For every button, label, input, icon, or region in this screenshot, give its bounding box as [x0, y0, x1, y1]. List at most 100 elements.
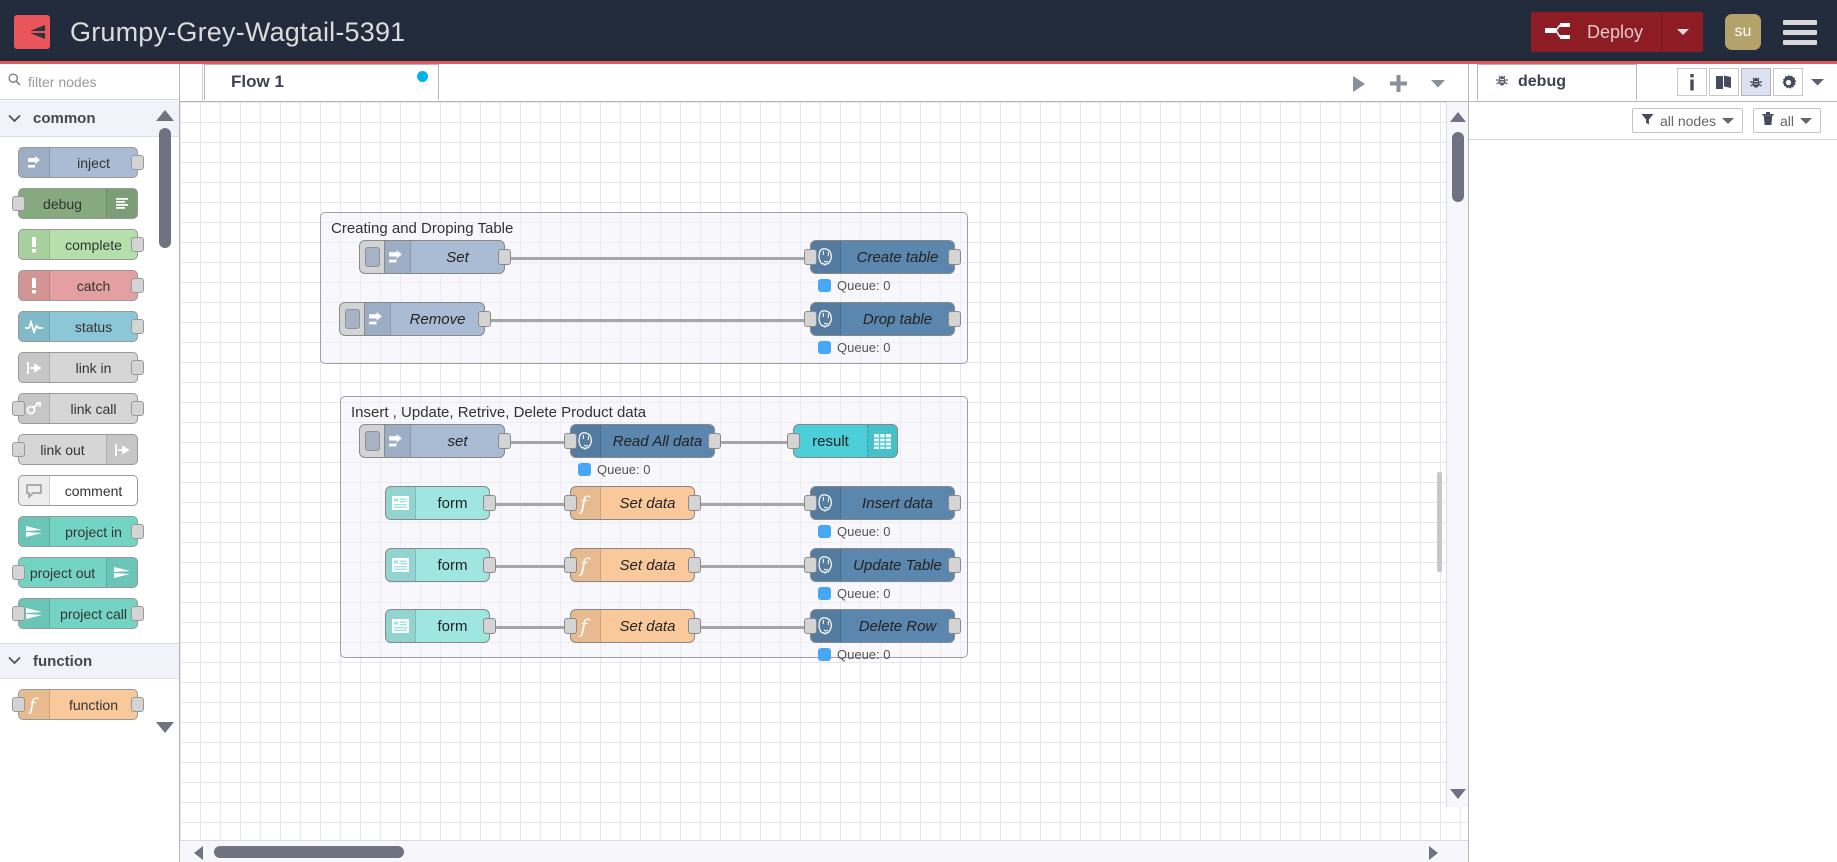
node-port-out[interactable]	[948, 495, 961, 511]
palette-node-link-out[interactable]: link out	[12, 434, 138, 465]
node-port-in[interactable]	[564, 618, 577, 634]
node-port-out[interactable]	[483, 495, 496, 511]
node-port-out[interactable]	[498, 433, 511, 449]
deploy-button[interactable]: Deploy	[1530, 12, 1661, 52]
node-port-out[interactable]	[948, 618, 961, 634]
palette-node-project-out[interactable]: project out	[12, 557, 138, 588]
node-port-in[interactable]	[804, 618, 817, 634]
node-port-out[interactable]	[688, 557, 701, 573]
flow-node-form-1[interactable]: form	[385, 486, 496, 520]
config-tab-button[interactable]	[1773, 68, 1803, 96]
palette-node-inject[interactable]: inject	[18, 147, 144, 178]
flow-node-read-all-data[interactable]: Read All data	[564, 424, 721, 458]
node-port-in[interactable]	[564, 557, 577, 573]
triangle-down-icon[interactable]	[156, 722, 174, 733]
tab-flow-1[interactable]: Flow 1	[204, 64, 439, 101]
search-input[interactable]	[28, 73, 158, 90]
inject-trigger-button[interactable]	[359, 240, 385, 274]
node-port-out[interactable]	[478, 311, 491, 327]
chevron-down-icon[interactable]	[1430, 79, 1446, 89]
triangle-right-icon[interactable]	[1429, 846, 1438, 860]
palette-port-out	[131, 237, 144, 252]
node-port-out[interactable]	[948, 249, 961, 265]
canvas-horizontal-scrollbar[interactable]	[180, 840, 1468, 862]
debug-filter-button[interactable]: all nodes	[1631, 108, 1743, 133]
node-port-in[interactable]	[804, 311, 817, 327]
palette-node-link-in[interactable]: link in	[18, 352, 144, 383]
node-port-out[interactable]	[498, 249, 511, 265]
node-port-in[interactable]	[804, 249, 817, 265]
palette-node-project-call[interactable]: project call	[12, 598, 144, 629]
node-port-out[interactable]	[948, 311, 961, 327]
palette-node-function[interactable]: f function	[12, 689, 144, 720]
flow-node-set-data-1[interactable]: f Set data	[564, 486, 701, 520]
debug-message-list[interactable]	[1469, 140, 1837, 860]
tab-debug[interactable]: debug	[1477, 64, 1637, 101]
flow-canvas[interactable]: Creating and Droping Table Set	[180, 102, 1468, 845]
flow-node-set-data-3[interactable]: f Set data	[564, 609, 701, 643]
flow-node-delete-row[interactable]: Delete Row	[804, 609, 961, 643]
flow-group-create-drop[interactable]: Creating and Droping Table	[320, 212, 968, 364]
avatar[interactable]: su	[1725, 14, 1761, 50]
sidebar-menu-button[interactable]	[1805, 68, 1829, 96]
flow-node-set-inject-2[interactable]: set	[359, 424, 511, 458]
node-port-in[interactable]	[564, 495, 577, 511]
palette-node-label: inject	[77, 154, 110, 171]
inject-trigger-button[interactable]	[359, 424, 385, 458]
flow-node-update-table[interactable]: Update Table	[804, 548, 961, 582]
help-tab-button[interactable]	[1709, 68, 1739, 96]
palette-node-label: complete	[65, 236, 122, 253]
flow-node-set-inject[interactable]: Set	[359, 240, 511, 274]
triangle-up-icon[interactable]	[1450, 112, 1466, 122]
palette-node-debug[interactable]: debug	[12, 188, 138, 219]
node-port-out[interactable]	[483, 557, 496, 573]
flow-node-form-2[interactable]: form	[385, 548, 496, 582]
sidebar-tool-buttons	[1677, 68, 1837, 101]
node-port-out[interactable]	[688, 495, 701, 511]
canvas-vertical-scrollbar[interactable]	[1446, 102, 1468, 807]
flow-node-label: Read All data	[612, 432, 703, 450]
palette-node-complete[interactable]: complete	[18, 229, 144, 260]
play-triangle-icon[interactable]	[1352, 75, 1367, 93]
flow-node-form-3[interactable]: form	[385, 609, 496, 643]
chevron-down-icon	[8, 652, 21, 670]
palette-scroll-thumb[interactable]	[159, 128, 171, 248]
flow-node-insert-data[interactable]: Insert data	[804, 486, 961, 520]
triangle-left-icon[interactable]	[194, 846, 203, 860]
flow-node-create-table[interactable]: Create table	[804, 240, 961, 274]
flow-node-drop-table[interactable]: Drop table	[804, 302, 961, 336]
debug-tab-button[interactable]	[1741, 68, 1771, 96]
node-port-out[interactable]	[948, 557, 961, 573]
palette-node-project-in[interactable]: project in	[18, 516, 144, 547]
node-status-insert-data: Queue: 0	[818, 524, 891, 539]
header-accent-line	[0, 61, 1837, 64]
triangle-up-icon[interactable]	[156, 110, 174, 121]
flow-node-remove-inject[interactable]: Remove	[339, 302, 491, 336]
triangle-down-icon[interactable]	[1450, 789, 1466, 799]
palette-node-link-call[interactable]: link call	[12, 393, 144, 424]
node-port-out[interactable]	[708, 433, 721, 449]
node-port-in[interactable]	[787, 433, 800, 449]
node-port-in[interactable]	[564, 433, 577, 449]
inject-trigger-button[interactable]	[339, 302, 365, 336]
node-port-out[interactable]	[483, 618, 496, 634]
flow-node-set-data-2[interactable]: f Set data	[564, 548, 701, 582]
deploy-options-button[interactable]	[1661, 12, 1703, 52]
debug-clear-button[interactable]: all	[1752, 108, 1821, 133]
palette-category-function[interactable]: function	[0, 643, 179, 679]
palette-node-comment[interactable]: comment	[18, 475, 138, 506]
palette-node-status[interactable]: status	[18, 311, 144, 342]
palette-node-catch[interactable]: catch	[18, 270, 144, 301]
flow-node-result-table[interactable]: result	[787, 424, 898, 458]
info-tab-button[interactable]	[1677, 68, 1707, 96]
node-port-in[interactable]	[804, 557, 817, 573]
wire	[485, 319, 810, 322]
plus-icon[interactable]	[1389, 74, 1408, 93]
palette-scrollbar[interactable]	[156, 110, 174, 733]
node-port-out[interactable]	[688, 618, 701, 634]
node-port-in[interactable]	[804, 495, 817, 511]
palette-category-common[interactable]: common	[0, 101, 179, 137]
hamburger-menu-icon[interactable]	[1783, 19, 1817, 45]
canvas-hscroll-thumb[interactable]	[214, 846, 404, 858]
canvas-vscroll-thumb[interactable]	[1452, 132, 1464, 202]
